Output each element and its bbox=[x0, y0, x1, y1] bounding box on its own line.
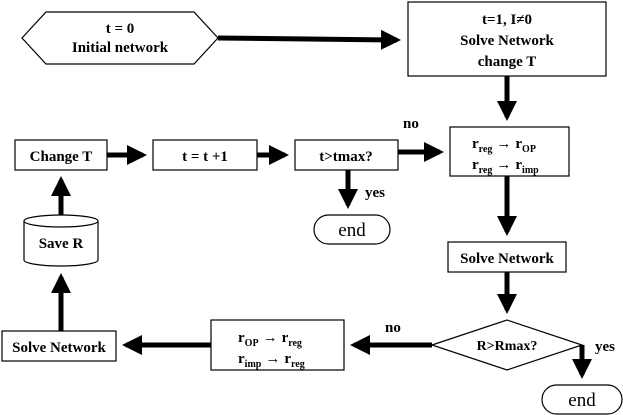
solve-network-mid-node: Solve Network bbox=[447, 241, 567, 273]
arrow-start-to-solve bbox=[217, 29, 401, 50]
end-bottom-node: end bbox=[541, 384, 623, 415]
tmax-check-label: t>tmax? bbox=[319, 149, 373, 165]
update-r-node: rreg→rOP rreg→rimp bbox=[449, 126, 570, 177]
end-bottom-label: end bbox=[568, 390, 596, 411]
rmax-no-label: no bbox=[385, 320, 401, 336]
save-r-label: Save R bbox=[39, 236, 84, 252]
rmax-check-node: R>Rmax? bbox=[430, 319, 584, 371]
solve-first-line3: change T bbox=[478, 54, 536, 70]
solve-first-line1: t=1, I≠0 bbox=[482, 12, 532, 28]
rmax-check-label: R>Rmax? bbox=[477, 339, 538, 354]
solve-first-line2: Solve Network bbox=[460, 33, 554, 49]
increment-label: t = t +1 bbox=[182, 149, 228, 165]
solve-network-mid-label: Solve Network bbox=[460, 251, 554, 267]
end-top-label: end bbox=[338, 220, 366, 241]
update-r-line2: rreg→rimp bbox=[472, 157, 539, 176]
restore-r-line2: rimp→rreg bbox=[238, 351, 305, 370]
restore-r-line1: rOP→rreg bbox=[238, 330, 302, 349]
rmax-yes-label: yes bbox=[595, 339, 615, 355]
tmax-yes-label: yes bbox=[365, 185, 385, 201]
update-r-line1: rreg→rOP bbox=[472, 136, 536, 155]
tmax-no-label: no bbox=[403, 116, 419, 132]
change-t-label: Change T bbox=[30, 149, 93, 165]
save-r-node: Save R bbox=[23, 214, 99, 267]
start-line1: t = 0 bbox=[106, 21, 135, 37]
end-top-node: end bbox=[313, 214, 391, 245]
start-line2: Initial network bbox=[72, 40, 169, 56]
tmax-check-node: t>tmax? bbox=[294, 139, 399, 171]
solve-network-left-label: Solve Network bbox=[12, 340, 106, 356]
solve-first-node: t=1, I≠0 Solve Network change T bbox=[407, 1, 607, 77]
solve-network-left-node: Solve Network bbox=[1, 330, 117, 362]
increment-node: t = t +1 bbox=[152, 139, 258, 171]
change-t-node: Change T bbox=[14, 139, 108, 171]
restore-r-node: rOP→rreg rimp→rreg bbox=[210, 319, 345, 371]
start-node: t = 0 Initial network bbox=[21, 11, 219, 65]
